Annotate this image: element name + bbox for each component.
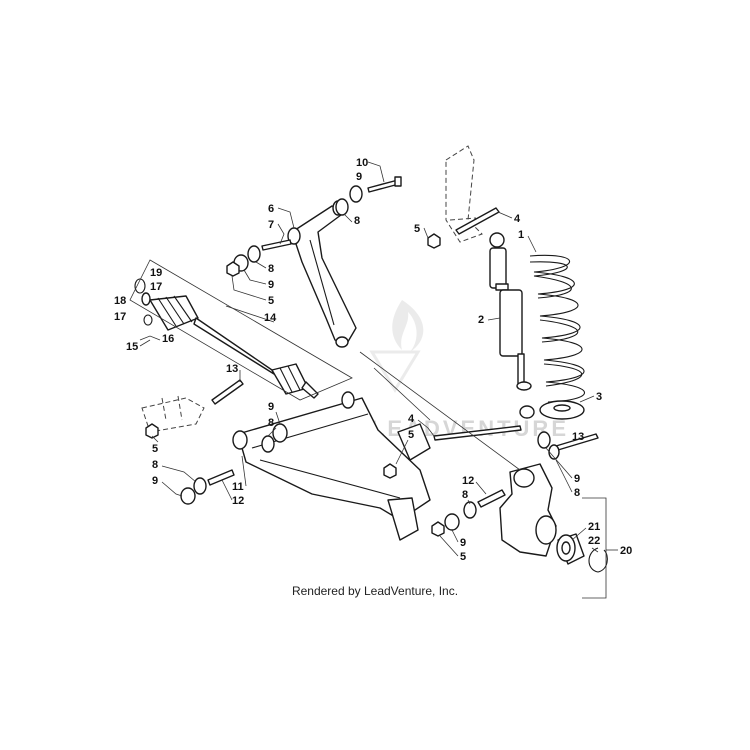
callout-19: 19 xyxy=(150,267,162,279)
callout-7: 7 xyxy=(268,219,274,231)
callout-9: 9 xyxy=(460,537,466,549)
bolt-13-left xyxy=(211,379,244,405)
bolt-12-right xyxy=(477,489,506,508)
washer-9-low xyxy=(180,487,196,505)
callout-21: 21 xyxy=(588,521,600,533)
nut-5-shock xyxy=(427,233,441,249)
callout-12: 12 xyxy=(462,475,474,487)
callout-8: 8 xyxy=(462,489,468,501)
washer-9-knuckle xyxy=(444,513,460,531)
callout-5: 5 xyxy=(408,429,414,441)
callout-8: 8 xyxy=(268,417,274,429)
callout-8: 8 xyxy=(354,215,360,227)
upper-a-arm xyxy=(287,200,357,348)
steering-knuckle xyxy=(499,463,557,557)
callout-5: 5 xyxy=(268,295,274,307)
callout-group: 10 9 8 6 7 8 9 5 14 19 18 17 17 16 15 4 … xyxy=(114,157,632,563)
callout-9: 9 xyxy=(268,401,274,413)
callout-9: 9 xyxy=(152,475,158,487)
nut-5-arm xyxy=(383,463,397,479)
callout-8: 8 xyxy=(574,487,580,499)
callout-10: 10 xyxy=(356,157,368,169)
bolt-12-left xyxy=(207,469,235,486)
callout-9: 9 xyxy=(268,279,274,291)
clip-19 xyxy=(134,278,146,294)
callout-17: 17 xyxy=(150,281,162,293)
callout-2: 2 xyxy=(478,314,484,326)
spring-seat xyxy=(539,400,585,420)
nut-5-frame xyxy=(145,423,159,439)
callout-16: 16 xyxy=(162,333,174,345)
watermark-logo xyxy=(369,300,424,393)
callout-8: 8 xyxy=(152,459,158,471)
clamp-17 xyxy=(143,314,153,326)
callout-20: 20 xyxy=(620,545,632,557)
callout-4: 4 xyxy=(514,213,521,225)
nut-5-left xyxy=(226,261,240,277)
callout-15: 15 xyxy=(126,341,138,353)
callout-11: 11 xyxy=(232,481,244,493)
callout-8: 8 xyxy=(268,263,274,275)
lower-a-arm xyxy=(232,391,431,541)
callout-14: 14 xyxy=(264,312,277,324)
callout-1: 1 xyxy=(518,229,524,241)
bolt-7 xyxy=(261,239,292,251)
washer-9-top xyxy=(349,185,363,203)
bushing-8-mid xyxy=(261,435,275,453)
callout-13: 13 xyxy=(572,431,584,443)
frame-bracket-left xyxy=(141,395,205,433)
axle-box-frame xyxy=(129,259,353,401)
callout-4: 4 xyxy=(408,413,415,425)
callout-9: 9 xyxy=(356,171,362,183)
bolt-4-bottom xyxy=(433,425,522,441)
bearing-kit-bracket xyxy=(582,497,607,599)
washer-9-right xyxy=(537,431,551,449)
shock-absorber xyxy=(489,232,535,419)
callout-5: 5 xyxy=(460,551,466,563)
callout-22: 22 xyxy=(588,535,600,547)
callout-9: 9 xyxy=(574,473,580,485)
callout-17: 17 xyxy=(114,311,126,323)
bushing-8-top xyxy=(335,198,349,216)
callout-12: 12 xyxy=(232,495,244,507)
frame-bracket-right xyxy=(445,145,483,243)
ring-18 xyxy=(141,292,151,306)
nut-5-knuckle xyxy=(431,521,445,537)
snap-ring-22 xyxy=(588,547,608,573)
render-credit: Rendered by LeadVenture, Inc. xyxy=(291,584,459,598)
callout-3: 3 xyxy=(596,391,602,403)
callout-5: 5 xyxy=(152,443,158,455)
washer-9-mid xyxy=(272,423,288,443)
hub-bearing xyxy=(556,533,585,565)
callout-5: 5 xyxy=(414,223,420,235)
leader-lines xyxy=(225,305,521,471)
bushing-8-knuckle xyxy=(463,501,477,519)
coil-spring xyxy=(529,254,585,403)
bolt-10-top xyxy=(367,176,402,193)
callout-18: 18 xyxy=(114,295,126,307)
drive-axle xyxy=(149,295,319,399)
bushing-8-left xyxy=(247,245,261,263)
bushing-8-low xyxy=(193,477,207,495)
callout-6: 6 xyxy=(268,203,274,215)
callout-13: 13 xyxy=(226,363,238,375)
